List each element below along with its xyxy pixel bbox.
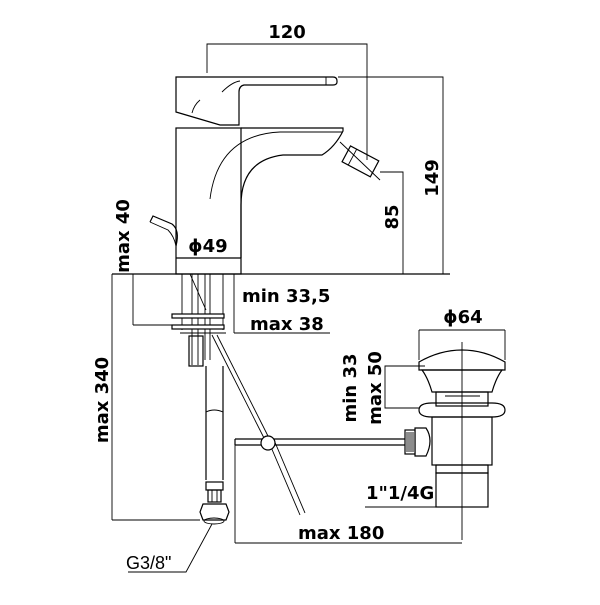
dim-lever-max40: max 40 (113, 199, 134, 273)
dim-waste-thread: 1"1/4G (366, 483, 434, 504)
waste-drain (404, 342, 506, 540)
dim-deck-max: max 38 (250, 314, 324, 335)
faucet-handle (175, 76, 338, 126)
dim-deck-min: min 33,5 (242, 286, 330, 307)
dim-hose-max340: max 340 (92, 357, 113, 443)
dim-height-149: 149 (422, 159, 443, 197)
dim-base-diameter: ϕ49 (188, 236, 227, 257)
shank-assembly (171, 273, 271, 525)
dimension-lines (111, 43, 506, 573)
dim-rod-max180: max 180 (298, 523, 384, 544)
dim-waste-max50: max 50 (365, 351, 386, 425)
dim-spout-85: 85 (382, 204, 403, 229)
dim-width-120: 120 (268, 22, 306, 43)
dim-hose-thread: G3/8" (126, 553, 171, 573)
pivot-rod (234, 435, 405, 516)
dim-waste-diameter: ϕ64 (443, 307, 482, 328)
dim-waste-min33: min 33 (340, 353, 361, 422)
popup-lever (149, 215, 178, 247)
